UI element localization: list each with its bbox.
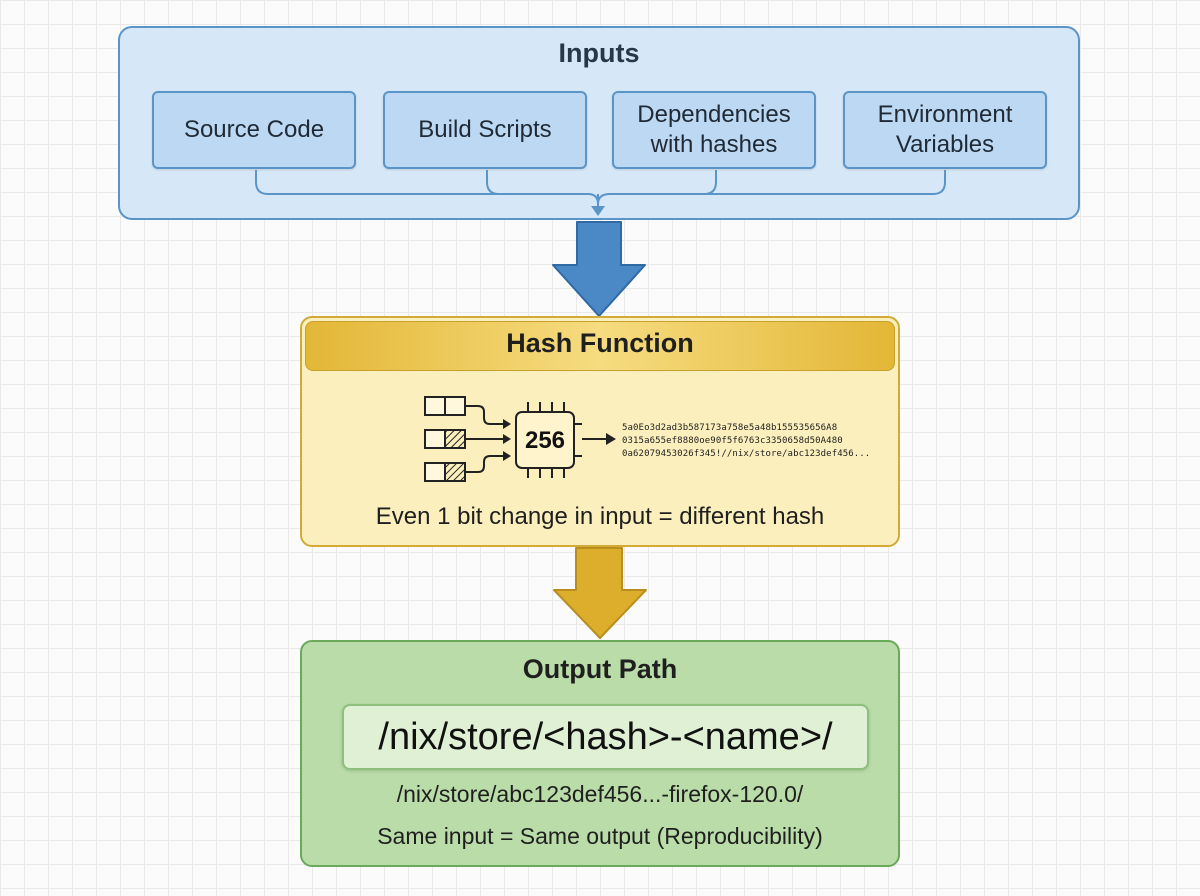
output-path-title: Output Path (522, 654, 678, 684)
reproducibility-note: Same input = Same output (Reproducibilit… (377, 823, 823, 849)
example-path: /nix/store/abc123def456...-firefox-120.0… (396, 781, 804, 807)
hash-function-title: Hash Function (506, 328, 694, 358)
hash-output-line: 5a0Eo3d2ad3b587173a758e5a48b155535656A8 (622, 423, 838, 433)
path-template-box: /nix/store/<hash>-<name>/ (342, 704, 869, 770)
hash-function-header (305, 321, 895, 371)
input-label: Build Scripts (418, 116, 552, 143)
chip-label: 256 (525, 427, 565, 454)
path-template: /nix/store/<hash>-<name>/ (378, 715, 833, 758)
input-label: Dependencies with hashes (637, 101, 791, 158)
hash-output-line: 0315a655ef8880oe90f5f6763c3350658d50A480 (622, 436, 843, 446)
input-source-code: Source Code (152, 91, 356, 169)
input-merge-lines (255, 170, 946, 214)
gold-down-arrow (553, 547, 647, 639)
hash-output-line: 0a62079453026f345!//nix/store/abc123def4… (622, 449, 871, 459)
input-environment-variables: Environment Variables (843, 91, 1047, 169)
data-block-icon (424, 462, 466, 482)
data-block-icon (424, 429, 466, 449)
input-dependencies: Dependencies with hashes (612, 91, 816, 169)
inputs-title: Inputs (558, 38, 640, 68)
input-label: Source Code (183, 116, 325, 143)
hash-caption: Even 1 bit change in input = different h… (375, 503, 825, 530)
blue-down-arrow (552, 221, 646, 317)
data-block-icon (424, 396, 466, 416)
input-label: Environment Variables (877, 101, 1013, 158)
merge-arrowhead (591, 206, 605, 216)
chip-icon (515, 402, 608, 478)
input-build-scripts: Build Scripts (383, 91, 587, 169)
